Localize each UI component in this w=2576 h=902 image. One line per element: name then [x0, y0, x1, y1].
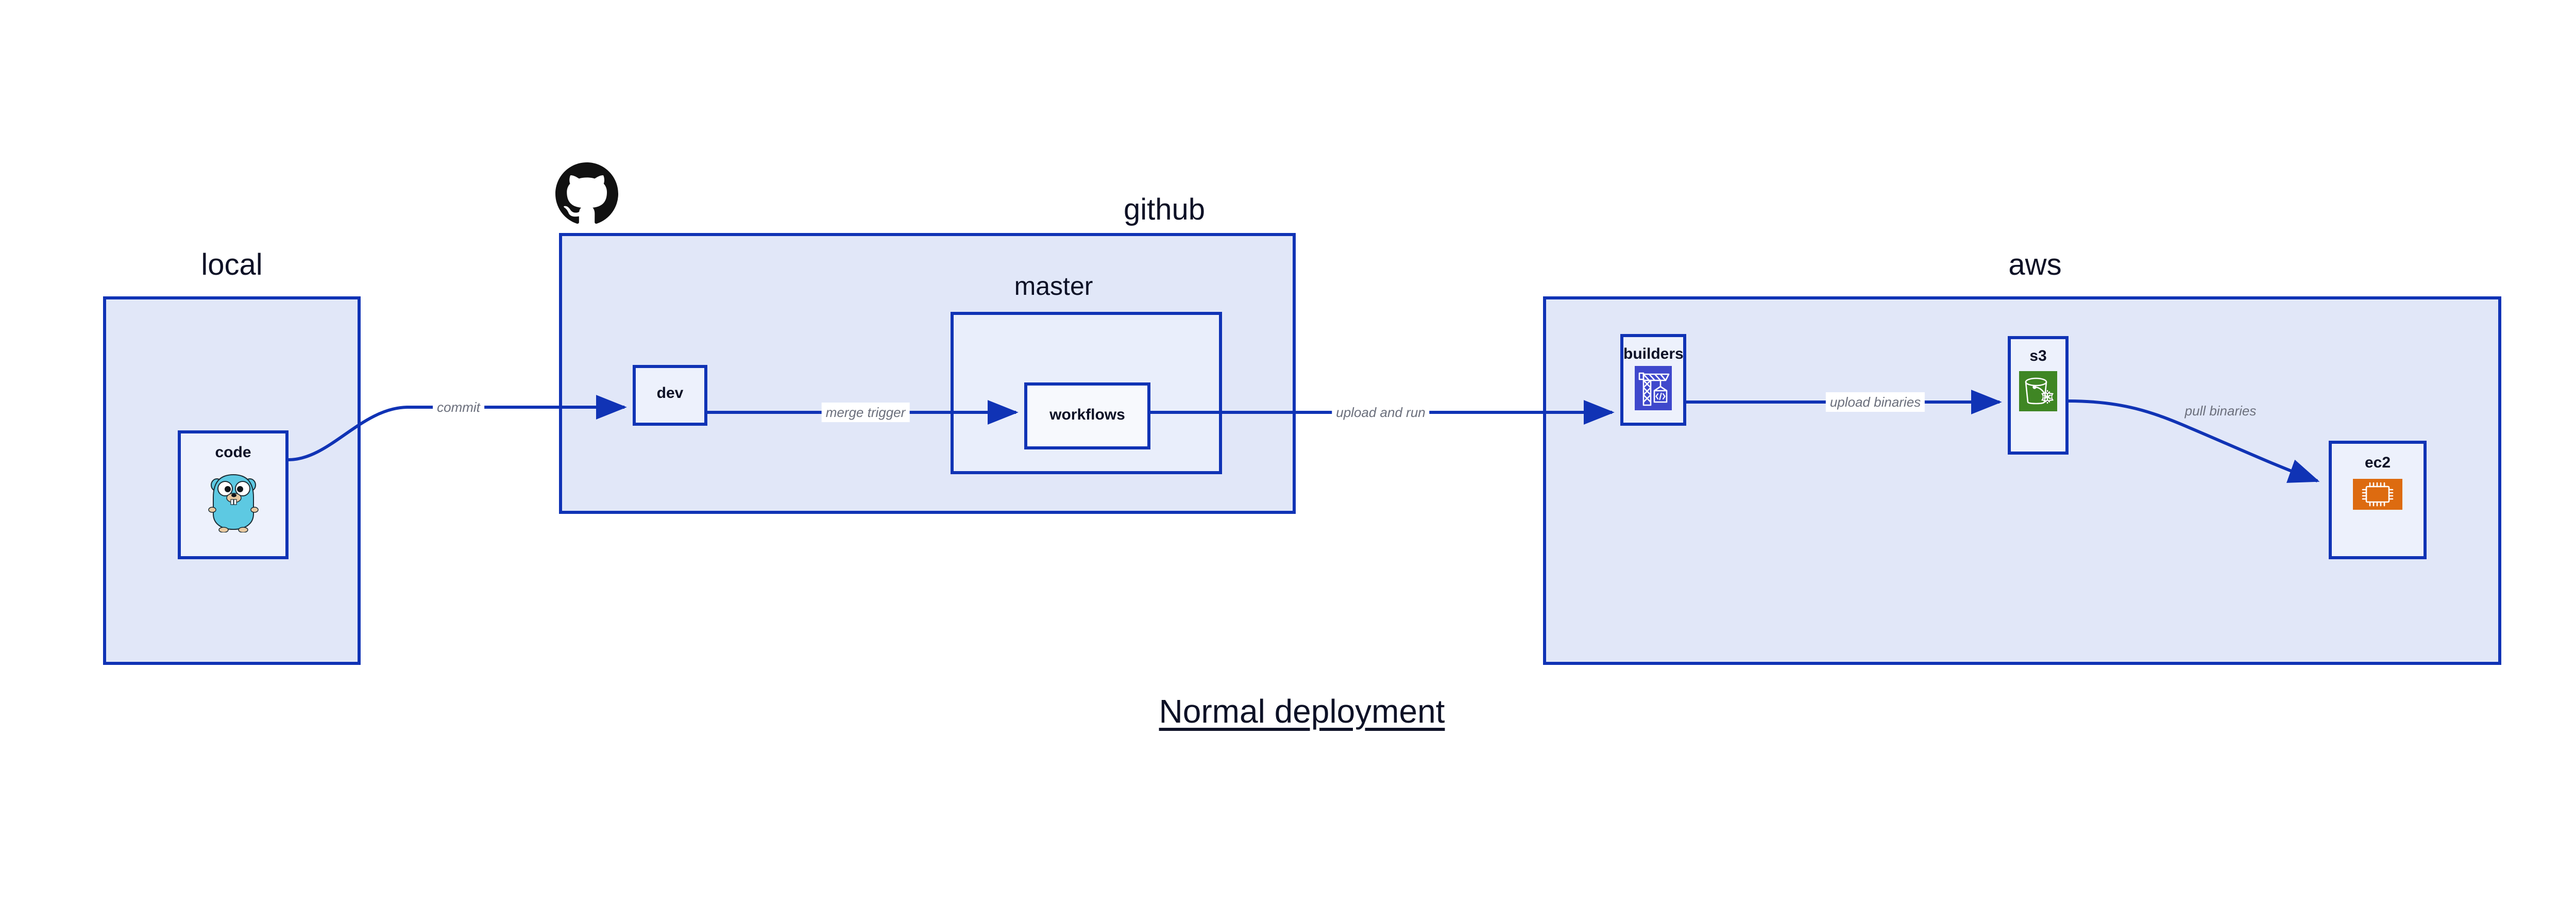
- edge-label-commit: commit: [433, 397, 484, 417]
- node-ec2[interactable]: ec2: [2329, 441, 2427, 559]
- node-label-workflows: workflows: [1049, 406, 1125, 423]
- edge-label-pull-binaries: pull binaries: [2184, 403, 2257, 419]
- node-code[interactable]: code: [178, 430, 289, 559]
- edge-label-upload-binaries: upload binaries: [1825, 392, 1925, 412]
- node-s3[interactable]: s3: [2008, 336, 2069, 455]
- node-workflows[interactable]: workflows: [1024, 382, 1150, 449]
- go-gopher-icon: [208, 471, 259, 532]
- group-label-local: local: [201, 248, 263, 281]
- group-label-github: github: [1123, 193, 1206, 226]
- aws-ec2-icon: [2353, 479, 2402, 510]
- node-builders[interactable]: builders: [1620, 334, 1686, 426]
- aws-s3-glacier-icon: [2019, 371, 2057, 411]
- github-octocat-icon: [555, 162, 619, 225]
- edge-label-upload-and-run: upload and run: [1332, 403, 1430, 422]
- node-dev[interactable]: dev: [633, 365, 707, 426]
- node-label-dev: dev: [656, 385, 684, 402]
- edge-label-merge-trigger: merge trigger: [821, 403, 910, 422]
- group-label-aws: aws: [2008, 248, 2062, 281]
- subgroup-label-master: master: [1014, 272, 1093, 300]
- page-title: Normal deployment: [1159, 693, 1445, 730]
- node-label-ec2: ec2: [2364, 454, 2391, 471]
- node-label-s3: s3: [2029, 347, 2047, 364]
- node-label-builders: builders: [1623, 345, 1684, 362]
- node-label-code: code: [215, 444, 251, 461]
- aws-codebuild-icon: [1635, 366, 1672, 410]
